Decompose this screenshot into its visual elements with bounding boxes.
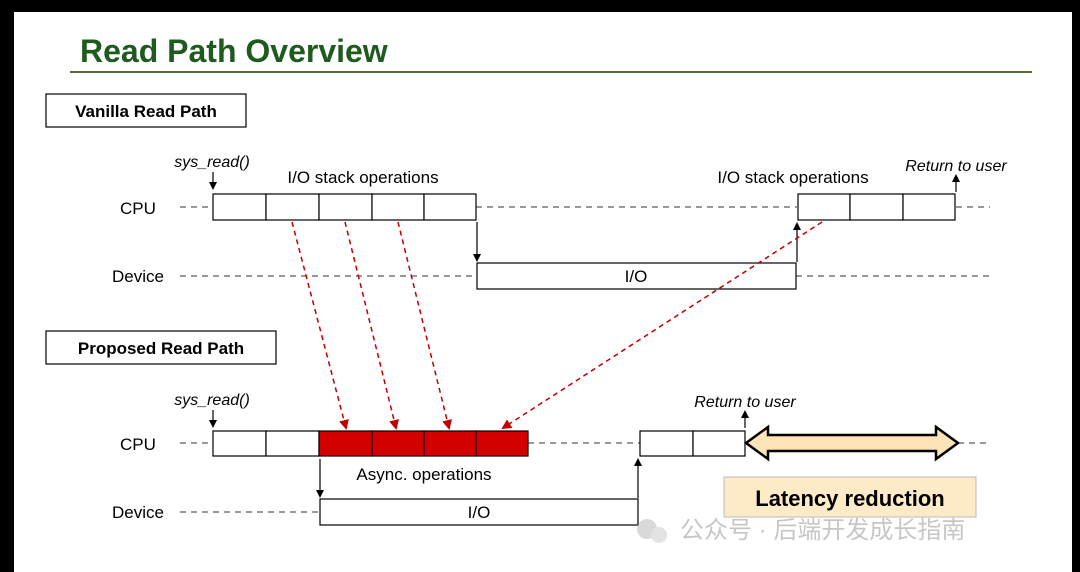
vanilla-cpu-block bbox=[902, 193, 956, 221]
vanilla-stack-ops-left: I/O stack operations bbox=[287, 168, 438, 187]
mapping-arrow bbox=[501, 221, 823, 430]
vanilla-io-box bbox=[476, 262, 797, 290]
proposed-return-label: Return to user bbox=[694, 394, 796, 411]
vanilla-header: Vanilla Read Path bbox=[75, 102, 217, 121]
async-label: Async. operations bbox=[356, 465, 491, 484]
proposed-cpu-block bbox=[265, 430, 320, 457]
vanilla-stack-ops-right: I/O stack operations bbox=[717, 168, 868, 187]
vanilla-cpu-block bbox=[371, 193, 425, 221]
page-title: Read Path Overview bbox=[80, 33, 388, 69]
vanilla-cpu-label: CPU bbox=[120, 199, 156, 218]
vanilla-cpu-block bbox=[423, 193, 477, 221]
latency-double-arrow bbox=[743, 424, 961, 462]
proposed-cpu-block bbox=[692, 430, 746, 457]
vanilla-cpu-blocks-left bbox=[212, 193, 477, 221]
proposed-io-box bbox=[319, 498, 639, 526]
proposed-cpu-blocks bbox=[212, 430, 320, 457]
proposed-cpu-block bbox=[212, 430, 267, 457]
mapping-arrow bbox=[291, 221, 349, 430]
async-block bbox=[318, 430, 373, 457]
vanilla-cpu-block bbox=[212, 193, 267, 221]
vanilla-cpu-block bbox=[797, 193, 851, 221]
vanilla-return-label: Return to user bbox=[905, 158, 1007, 175]
vanilla-device-label: Device bbox=[112, 267, 164, 286]
vanilla-cpu-block bbox=[318, 193, 373, 221]
vanilla-cpu-block bbox=[849, 193, 904, 221]
proposed-cpu-block bbox=[639, 430, 694, 457]
proposed-async-blocks bbox=[318, 430, 529, 457]
proposed-header: Proposed Read Path bbox=[78, 339, 244, 358]
proposed-syscall-label: sys_read() bbox=[174, 392, 250, 409]
proposed-return-blocks bbox=[639, 430, 746, 457]
async-block bbox=[371, 430, 425, 457]
vanilla-cpu-blocks-right bbox=[797, 193, 956, 221]
latency-label: Latency reduction bbox=[755, 486, 944, 511]
wechat-icon-secondary bbox=[651, 527, 667, 543]
vanilla-header-box bbox=[45, 93, 247, 128]
proposed-cpu-label: CPU bbox=[120, 435, 156, 454]
async-block bbox=[475, 430, 529, 457]
mapping-arrow bbox=[344, 221, 399, 430]
async-block bbox=[423, 430, 477, 457]
watermark: 公众号 · 后端开发成长指南 bbox=[637, 517, 965, 544]
latency-box bbox=[723, 476, 977, 518]
proposed-header-box bbox=[45, 330, 277, 365]
vanilla-cpu-block bbox=[265, 193, 320, 221]
vanilla-syscall-label: sys_read() bbox=[174, 154, 250, 171]
proposed-device-label: Device bbox=[112, 503, 164, 522]
mapping-arrows bbox=[291, 221, 823, 430]
watermark-text: 公众号 · 后端开发成长指南 bbox=[680, 517, 965, 544]
vanilla-io-label: I/O bbox=[625, 267, 648, 286]
mapping-arrow bbox=[397, 221, 452, 430]
top-black-bar bbox=[0, 0, 1080, 12]
proposed-io-label: I/O bbox=[468, 503, 491, 522]
